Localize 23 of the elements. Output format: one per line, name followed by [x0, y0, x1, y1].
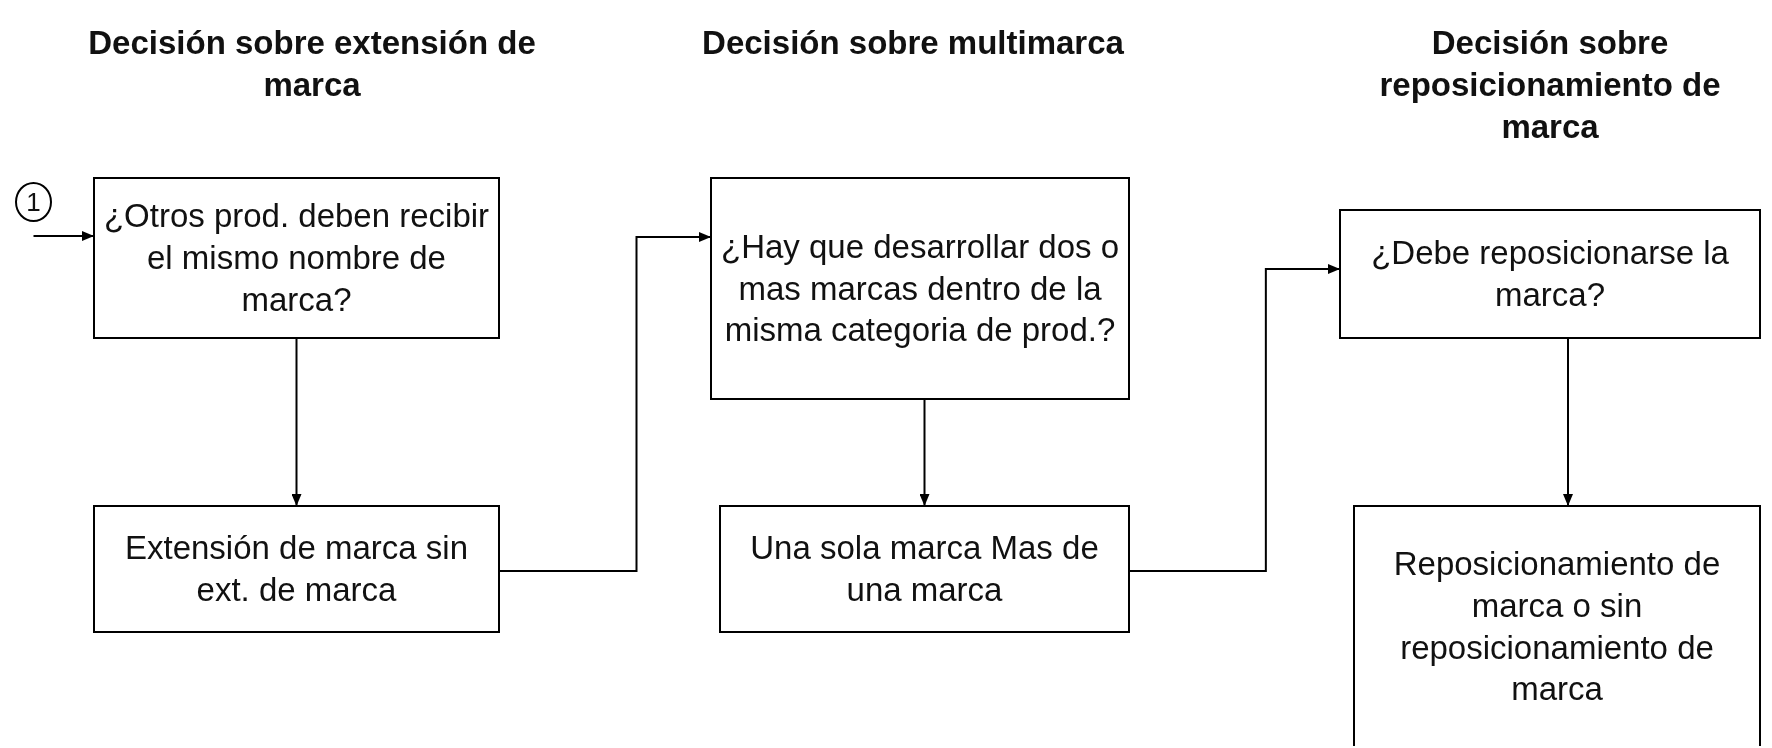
node-text: Extensión de marca sin ext. de marca	[124, 528, 469, 610]
column-heading: Decisión sobre reposicionamiento de marca	[1378, 23, 1722, 147]
node-text: ¿Debe reposicionarse la marca?	[1370, 233, 1730, 315]
process-box	[93, 177, 500, 339]
node-text: ¿Hay que desarrollar dos o mas marcas dentro de la misma categoria de prod.?	[720, 226, 1120, 351]
process-box	[1339, 209, 1761, 339]
connector-circle	[15, 182, 52, 222]
node-text: ¿Otros prod. deben recibir el mismo nombre de marca?	[102, 196, 491, 320]
column-heading: Decisión sobre multimarca	[701, 23, 1125, 63]
arrow	[1129, 264, 1340, 572]
process-box	[93, 505, 500, 633]
arrow	[1563, 338, 1573, 506]
process-box	[719, 505, 1130, 633]
arrow	[919, 399, 930, 506]
node-text: Una sola marca Mas de una marca	[749, 528, 1100, 610]
node-text: 1	[26, 189, 41, 215]
arrow	[499, 232, 711, 572]
arrow	[32, 231, 94, 241]
arrow	[291, 338, 302, 506]
process-box	[710, 177, 1130, 400]
node-text: Reposicionamiento de marca o sin reposicionamiento de marca	[1392, 543, 1722, 710]
column-heading: Decisión sobre extensión de marca	[87, 23, 537, 105]
process-box	[1353, 505, 1761, 746]
